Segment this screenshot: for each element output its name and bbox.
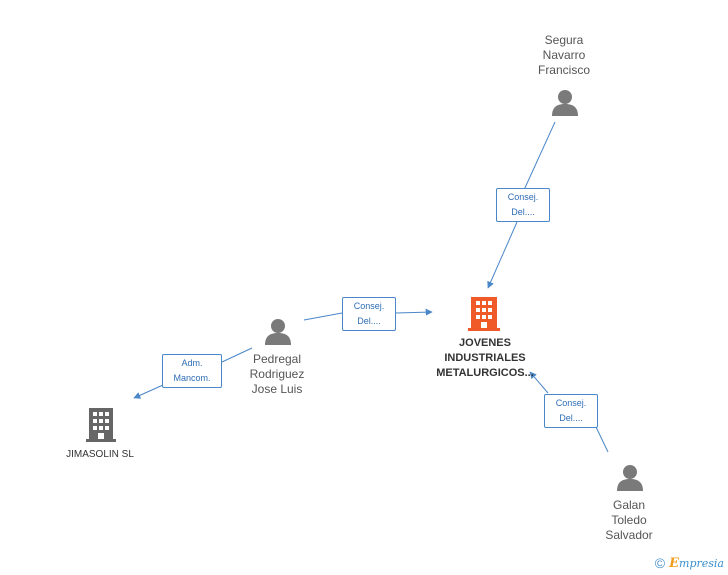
copyright-icon: © [654,555,666,571]
brand-logo-text: mpresia [679,556,724,570]
node-label-pedregal[interactable]: Pedregal Rodriguez Jose Luis [249,352,305,396]
edge-pedregal-jovenes [303,308,433,321]
edge-galan-jovenes [529,371,609,453]
edge-label-segura-jovenes[interactable]: Consej. Del.... [496,188,550,222]
person-icon[interactable] [552,90,578,116]
edge-segura-jovenes [487,121,556,289]
edge-label-pedregal-jimasolin[interactable]: Adm. Mancom. [162,354,222,388]
building-icon[interactable] [86,408,116,442]
edge-label-pedregal-jovenes[interactable]: Consej. Del.... [342,297,396,331]
building-icon[interactable] [468,297,500,331]
person-icon[interactable] [265,319,291,345]
brand-logo-initial: E [669,555,680,571]
brand-footer: © E mpresia [655,555,724,571]
edge-label-galan-jovenes[interactable]: Consej. Del.... [544,394,598,428]
node-label-galan[interactable]: Galan Toledo Salvador [605,498,653,542]
edge-pedregal-jimasolin [133,347,253,399]
person-icon[interactable] [617,465,643,491]
node-label-jimasolin[interactable]: JIMASOLIN SL [66,449,134,460]
node-label-jovenes[interactable]: JOVENES INDUSTRIALES METALURGICOS... [436,337,534,379]
node-label-segura[interactable]: Segura Navarro Francisco [537,33,590,77]
